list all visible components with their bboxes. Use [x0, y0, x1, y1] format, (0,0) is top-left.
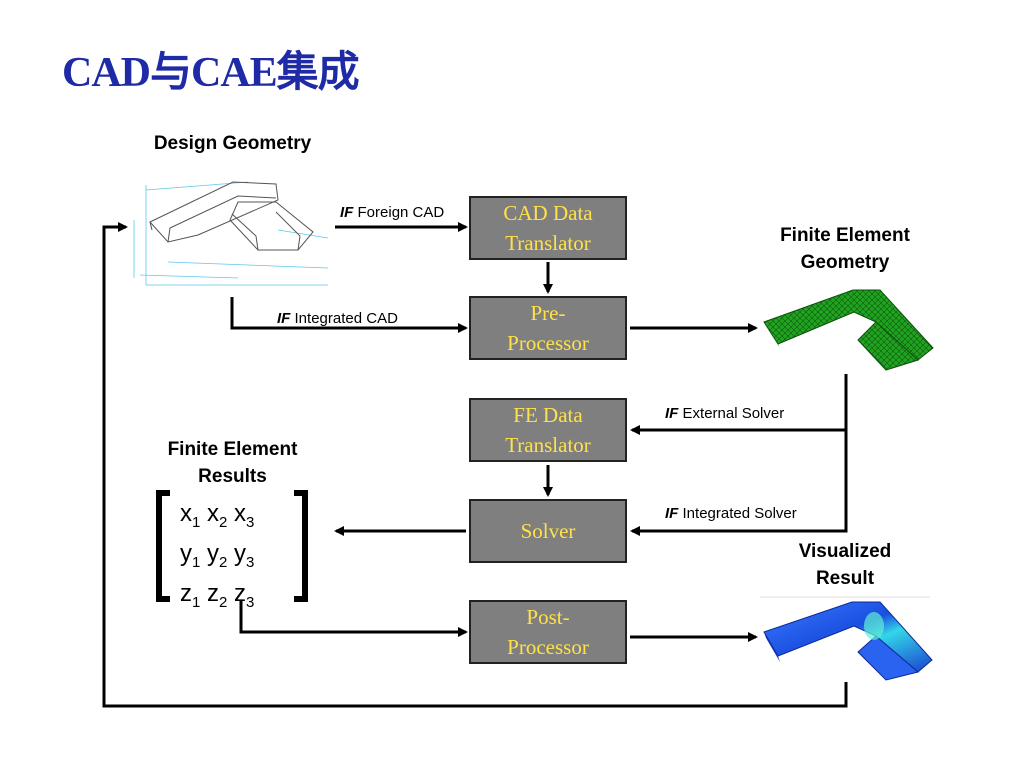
matrix-subscript: 3: [246, 513, 255, 531]
matrix-cell: y: [180, 539, 192, 567]
matrix-row-z: z1 z2 z3: [180, 578, 254, 618]
matrix-cell: z: [234, 579, 247, 607]
matrix-subscript: 1: [192, 513, 201, 531]
arrow-integrated-cad: [230, 297, 468, 333]
matrix-right-bracket: [294, 490, 308, 602]
matrix-cell: y: [234, 539, 247, 567]
matrix-subscript: 3: [246, 553, 255, 571]
matrix-cell: x: [180, 500, 192, 527]
matrix-subscript: 2: [219, 553, 228, 571]
page-title: CAD与CAE集成: [62, 50, 360, 96]
design-geometry-label: Design Geometry: [153, 133, 312, 154]
if-keyword: IF: [665, 405, 679, 422]
matrix-subscript: 1: [192, 593, 201, 611]
design-geometry-wireframe: [133, 181, 329, 286]
condition-text: External Solver: [682, 405, 785, 422]
arrow-integrated-solver: [630, 374, 848, 536]
fe-results-label: Finite Element Results: [167, 439, 298, 487]
matrix-cell: z: [207, 579, 220, 607]
matrix-left-bracket: [156, 490, 170, 602]
condition-text: Foreign CAD: [357, 204, 445, 221]
matrix-subscript: 2: [219, 513, 228, 531]
matrix-cell: x: [207, 500, 220, 527]
matrix-row-y: y1 y2 y3: [180, 538, 254, 578]
condition-text: Integrated CAD: [294, 310, 398, 327]
fe-data-translator-box: FE Data Translator: [469, 398, 627, 462]
if-keyword: IF: [665, 505, 679, 522]
matrix-subscript: 1: [192, 553, 201, 571]
arrow-feedback-loop: [102, 222, 848, 708]
condition-integrated-cad: IF Integrated CAD: [277, 310, 398, 327]
visualized-result-plot: [760, 596, 933, 681]
fe-geometry-label: Finite Element Geometry: [780, 225, 910, 273]
results-matrix: x1 x2 x3 y1 y2 y3 z1 z2 z3: [180, 498, 254, 617]
matrix-subscript: 2: [219, 593, 228, 611]
matrix-cell: z: [180, 579, 192, 607]
matrix-cell: y: [207, 539, 220, 567]
pre-processor-box: Pre- Processor: [469, 296, 627, 360]
visualized-result-label: Visualized Result: [798, 541, 892, 589]
condition-integrated-solver: IF Integrated Solver: [665, 505, 797, 522]
if-keyword: IF: [340, 204, 354, 221]
solver-box: Solver: [469, 499, 627, 563]
matrix-row-x: x1 x2 x3: [180, 498, 254, 538]
matrix-subscript: 3: [246, 593, 255, 611]
fe-geometry-mesh: [763, 289, 934, 371]
condition-external-solver: IF External Solver: [665, 405, 784, 422]
post-processor-box: Post- Processor: [469, 600, 627, 664]
condition-foreign-cad: IF Foreign CAD: [340, 204, 444, 221]
if-keyword: IF: [277, 310, 291, 327]
arrow-results-to-post: [239, 601, 468, 637]
condition-text: Integrated Solver: [682, 505, 797, 522]
cad-data-translator-box: CAD Data Translator: [469, 196, 627, 260]
matrix-cell: x: [234, 500, 247, 527]
